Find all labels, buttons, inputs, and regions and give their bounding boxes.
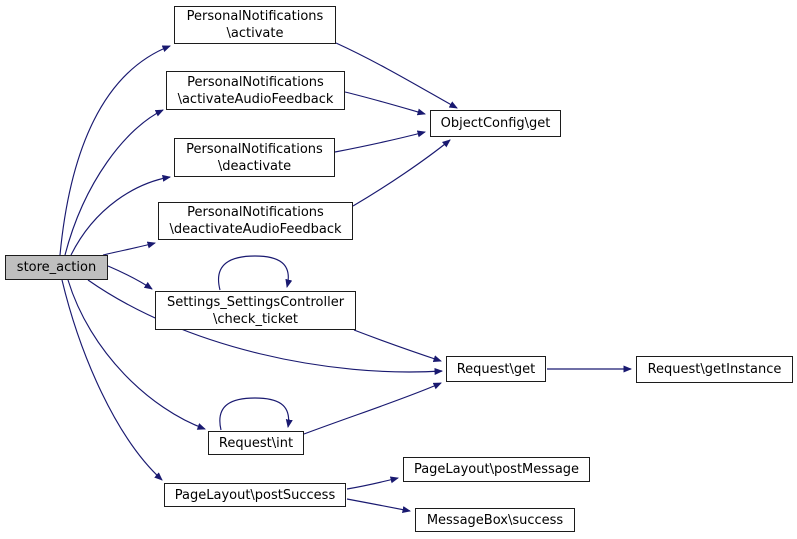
node-label: \activate [226,26,284,41]
node-label: PageLayout\postSuccess [174,487,336,503]
node-personalnotifications-deactivate[interactable]: PersonalNotifications \deactivate [174,138,335,177]
node-label: PersonalNotifications [187,74,324,90]
node-label: Request\getInstance [647,362,782,377]
edge-deactivate-to-object_config_get [334,130,426,153]
node-label: store_action [16,260,97,275]
node-label: MessageBox\success [426,512,564,528]
node-pagelayout-postmessage[interactable]: PageLayout\postMessage [403,457,590,482]
node-objectconfig-get[interactable]: ObjectConfig\get [430,110,561,137]
node-personalnotifications-activate[interactable]: PersonalNotifications \activate [174,6,336,44]
edge-store_action-to-check_ticket [107,265,153,290]
edge-check_ticket-to-request_get [353,329,442,362]
edge-activate-to-object_config_get [335,42,458,109]
node-store-action: store_action [5,255,108,280]
edge-store_action-to-deactivate_audio [102,241,156,256]
node-label: PersonalNotifications [186,9,324,24]
node-label: Settings_SettingsController [166,294,345,310]
edge-store_action-to-request_int [67,279,206,430]
node-label: \deactivate [217,158,292,174]
node-personalnotifications-deactivate-audio-feedback[interactable]: PersonalNotifications \deactivateAudioFe… [158,202,353,240]
node-label: \deactivateAudioFeedback [169,222,342,237]
edge-deactivate_audio-to-object_config_get [352,139,451,207]
edge-store_action-to-request_get [87,279,443,375]
node-request-int[interactable]: Request\int [208,431,304,455]
edge-post_success-to-message_box_success [346,498,411,513]
node-request-get[interactable]: Request\get [446,356,546,382]
node-label: Request\int [218,435,294,451]
node-messagebox-success[interactable]: MessageBox\success [415,508,575,532]
node-pagelayout-postsuccess[interactable]: PageLayout\postSuccess [164,483,346,507]
node-label: PersonalNotifications [186,141,323,157]
edge-request_int-self-loop [219,397,293,431]
edge-store_action-to-post_success [61,279,163,481]
edge-store_action-to-activate_audio [64,109,164,256]
node-label: \activateAudioFeedback [177,91,334,107]
edge-check_ticket-self-loop [218,255,293,291]
edge-request_int-to-request_get [303,382,442,435]
edge-store_action-to-activate [59,45,171,256]
node-label: ObjectConfig\get [440,116,551,131]
node-settings-settingscontroller-check-ticket[interactable]: Settings_SettingsController \check_ticke… [155,291,356,330]
edge-store_action-to-deactivate [70,174,171,256]
node-label: PageLayout\postMessage [413,462,580,477]
node-request-getinstance[interactable]: Request\getInstance [636,356,793,383]
node-label: PersonalNotifications [187,205,324,220]
node-personalnotifications-activate-audio-feedback[interactable]: PersonalNotifications \activateAudioFeed… [166,71,345,110]
node-label: Request\get [456,361,536,377]
node-label: \check_ticket [213,311,298,327]
edge-post_success-to-post_message [346,476,399,490]
edge-activate_audio-to-object_config_get [344,91,426,116]
